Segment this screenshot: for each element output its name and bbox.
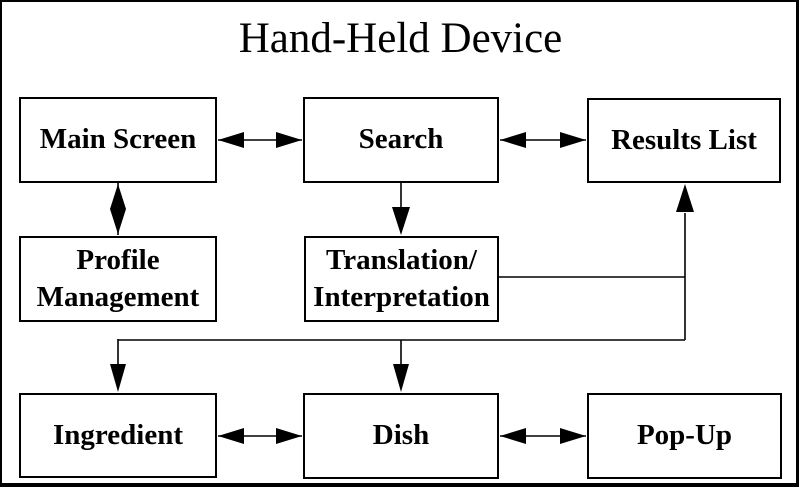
node-search-label: Search [358,123,444,156]
node-ingredient-label: Ingredient [53,418,183,451]
node-profile-management: Profile Management [19,236,217,322]
node-main-screen: Main Screen [19,97,217,183]
node-translation-interpretation-label: Translation/ Interpretation [313,243,490,313]
node-ingredient: Ingredient [19,393,217,478]
node-translation-interpretation: Translation/ Interpretation [304,236,499,322]
node-results-list: Results List [587,98,781,183]
node-profile-management-label: Profile Management [36,243,200,313]
node-main-screen-label: Main Screen [39,123,197,156]
node-results-list-label: Results List [611,123,757,156]
node-dish-label: Dish [372,419,430,452]
diagram-title: Hand-Held Device [238,15,563,62]
node-pop-up-label: Pop-Up [636,419,733,452]
node-dish: Dish [303,393,499,479]
node-search: Search [303,97,499,183]
node-pop-up: Pop-Up [587,393,782,479]
